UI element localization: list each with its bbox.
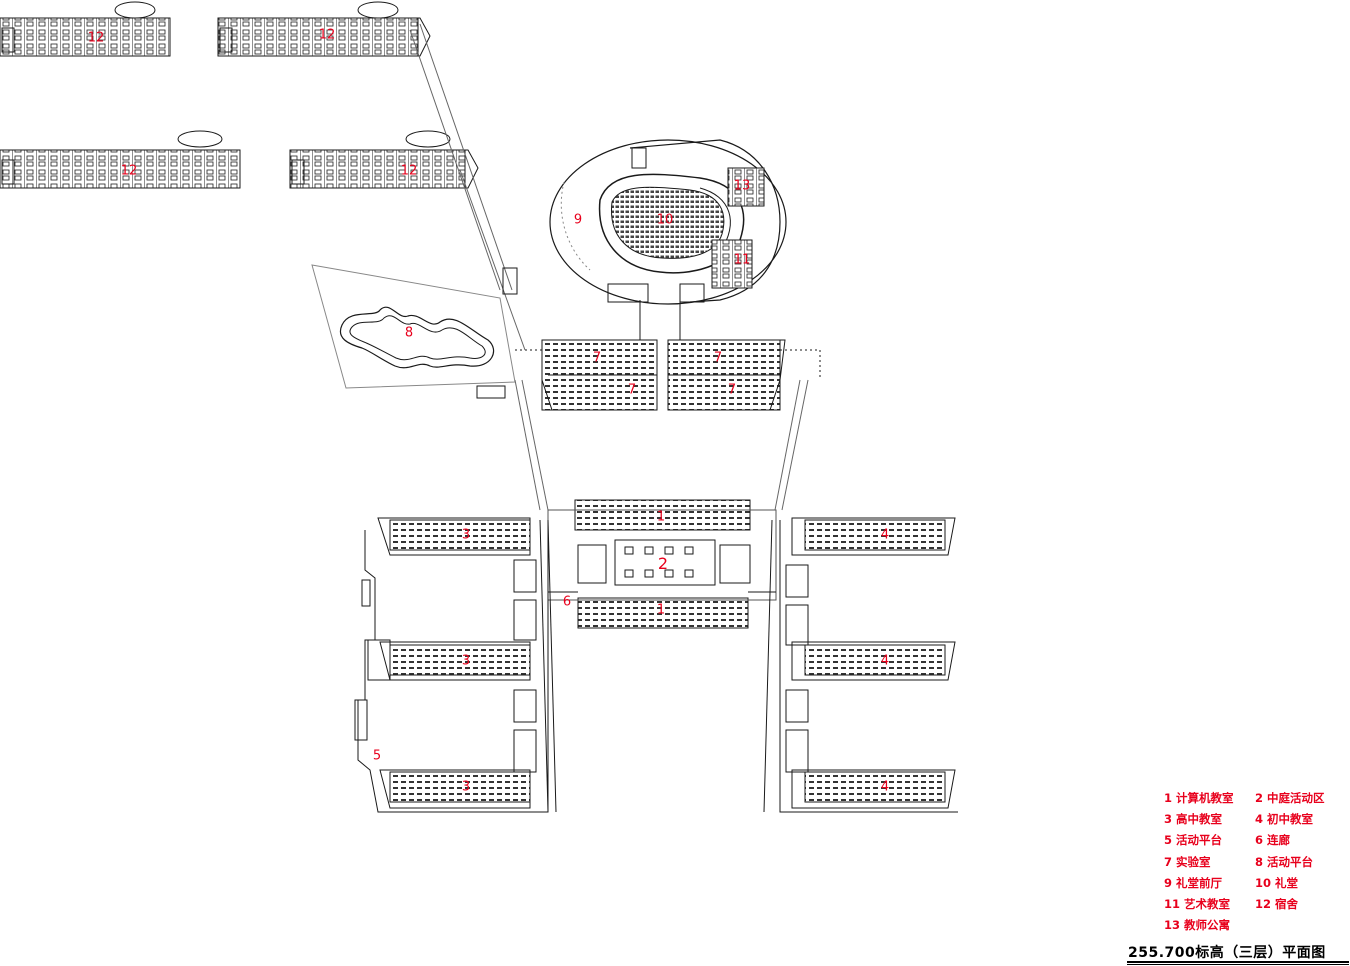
- label-highschool-2: 3: [461, 653, 471, 669]
- label-atrium: 2: [657, 554, 669, 573]
- legend-item: 7 实验室: [1164, 855, 1211, 869]
- legend-item: 9 礼堂前厅: [1164, 876, 1223, 890]
- dorm-block-b: [217, 1, 431, 57]
- label-junior-3: 4: [880, 779, 890, 795]
- left-wing: [354, 517, 557, 813]
- central-block: [547, 499, 777, 629]
- right-wing: [763, 517, 958, 813]
- legend-item: 8 活动平台: [1255, 855, 1314, 869]
- activity-platform-8: [311, 264, 516, 389]
- label-auditorium: 10: [656, 212, 674, 228]
- label-computer-room-bottom: 1: [656, 602, 666, 618]
- label-teacher-apartment: 13: [733, 178, 751, 194]
- label-lab-2: 7: [727, 382, 737, 398]
- title-underline-thin: [1127, 964, 1349, 965]
- label-dorm-3: 12: [120, 163, 138, 179]
- auditorium: [549, 139, 787, 340]
- dorm-block-a: [0, 1, 171, 57]
- label-corridor-6: 6: [562, 594, 572, 610]
- label-art-room: 11: [733, 252, 751, 268]
- plan-title: 255.700标高（三层）平面图: [1128, 945, 1326, 961]
- label-lab-3: 7: [592, 350, 602, 366]
- label-computer-room-top: 1: [656, 509, 666, 525]
- legend-item: 3 高中教室: [1164, 812, 1223, 826]
- dorm-block-d: [289, 130, 479, 189]
- label-activity-platform-8: 8: [404, 325, 414, 341]
- legend-item: 13 教师公寓: [1164, 918, 1231, 932]
- label-dorm-1: 12: [87, 30, 105, 46]
- lab-block-left: [541, 339, 658, 411]
- legend-item: 6 连廊: [1255, 833, 1291, 847]
- label-dorm-2: 12: [318, 27, 336, 43]
- legend-item: 10 礼堂: [1255, 876, 1299, 890]
- legend-item: 4 初中教室: [1255, 812, 1314, 826]
- label-junior-1: 4: [880, 527, 890, 543]
- legend-item: 1 计算机教室: [1164, 791, 1234, 805]
- label-highschool-3: 3: [461, 779, 471, 795]
- dorm-block-c: [0, 130, 241, 189]
- label-lab-1: 7: [627, 382, 637, 398]
- label-auditorium-lobby: 9: [573, 212, 583, 228]
- label-junior-2: 4: [880, 653, 890, 669]
- legend-item: 2 中庭活动区: [1255, 791, 1325, 805]
- label-highschool-1: 3: [461, 527, 471, 543]
- title-underline: [1127, 961, 1349, 963]
- legend-item: 11 艺术教室: [1164, 897, 1231, 911]
- legend-item: 5 活动平台: [1164, 833, 1223, 847]
- label-dorm-4: 12: [400, 163, 418, 179]
- label-lab-4: 7: [713, 350, 723, 366]
- legend-item: 12 宿舍: [1255, 897, 1299, 911]
- label-activity-platform-5: 5: [372, 748, 382, 764]
- lab-block-right: [667, 339, 786, 411]
